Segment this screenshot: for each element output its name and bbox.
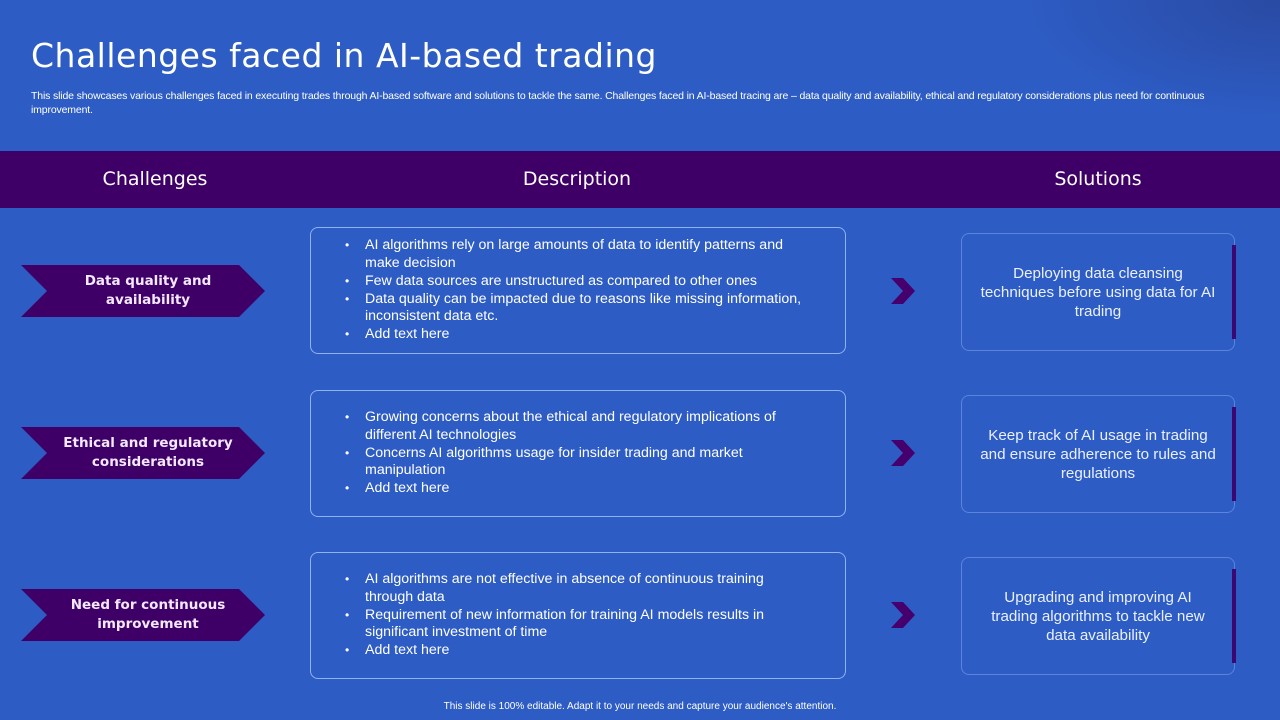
description-item: Growing concerns about the ethical and r… <box>345 409 815 444</box>
description-item: AI algorithms rely on large amounts of d… <box>345 237 815 272</box>
description-item: Requirement of new information for train… <box>345 607 815 642</box>
challenge-label-banner: Need for continuous improvement <box>21 589 265 641</box>
description-list: AI algorithms rely on large amounts of d… <box>345 237 815 343</box>
slide-footer-note: This slide is 100% editable. Adapt it to… <box>443 701 837 712</box>
description-item: Concerns AI algorithms usage for insider… <box>345 445 815 480</box>
solution-accent-bar <box>1232 407 1236 501</box>
chevron-right-icon <box>891 278 915 304</box>
slide-subtitle: This slide showcases various challenges … <box>31 90 1205 116</box>
challenge-label: Data quality and availability <box>84 273 212 308</box>
description-box: AI algorithms rely on large amounts of d… <box>310 227 846 354</box>
solution-box: Keep track of AI usage in trading and en… <box>961 395 1236 513</box>
solution-box: Upgrading and improving AI trading algor… <box>961 557 1236 675</box>
solution-accent-bar <box>1232 569 1236 663</box>
header-solutions: Solutions <box>1054 168 1142 190</box>
solution-text: Keep track of AI usage in trading and en… <box>980 426 1216 482</box>
header-description: Description <box>522 168 632 190</box>
solution-text: Deploying data cleansing techniques befo… <box>980 264 1216 320</box>
challenge-label: Need for continuous improvement <box>70 597 226 632</box>
solution-box: Deploying data cleansing techniques befo… <box>961 233 1236 351</box>
description-item: Data quality can be impacted due to reas… <box>345 291 815 326</box>
challenge-label-banner: Data quality and availability <box>21 265 265 317</box>
table-header: Challenges Description Solutions <box>0 151 1280 208</box>
description-box: Growing concerns about the ethical and r… <box>310 390 846 517</box>
chevron-right-icon <box>891 440 915 466</box>
challenge-label: Ethical and regulatory considerations <box>63 435 233 470</box>
solution-text: Upgrading and improving AI trading algor… <box>991 588 1205 644</box>
header-challenges: Challenges <box>102 168 208 190</box>
description-list: AI algorithms are not effective in absen… <box>345 571 815 660</box>
description-item: Add text here <box>345 326 815 344</box>
description-list: Growing concerns about the ethical and r… <box>345 409 815 498</box>
solution-accent-bar <box>1232 245 1236 339</box>
description-box: AI algorithms are not effective in absen… <box>310 552 846 679</box>
challenge-label-banner: Ethical and regulatory considerations <box>21 427 265 479</box>
slide-title: Challenges faced in AI-based trading <box>31 36 657 75</box>
description-item: AI algorithms are not effective in absen… <box>345 571 815 606</box>
chevron-right-icon <box>891 602 915 628</box>
description-item: Add text here <box>345 642 815 660</box>
description-item: Add text here <box>345 480 815 498</box>
description-item: Few data sources are unstructured as com… <box>345 273 815 291</box>
